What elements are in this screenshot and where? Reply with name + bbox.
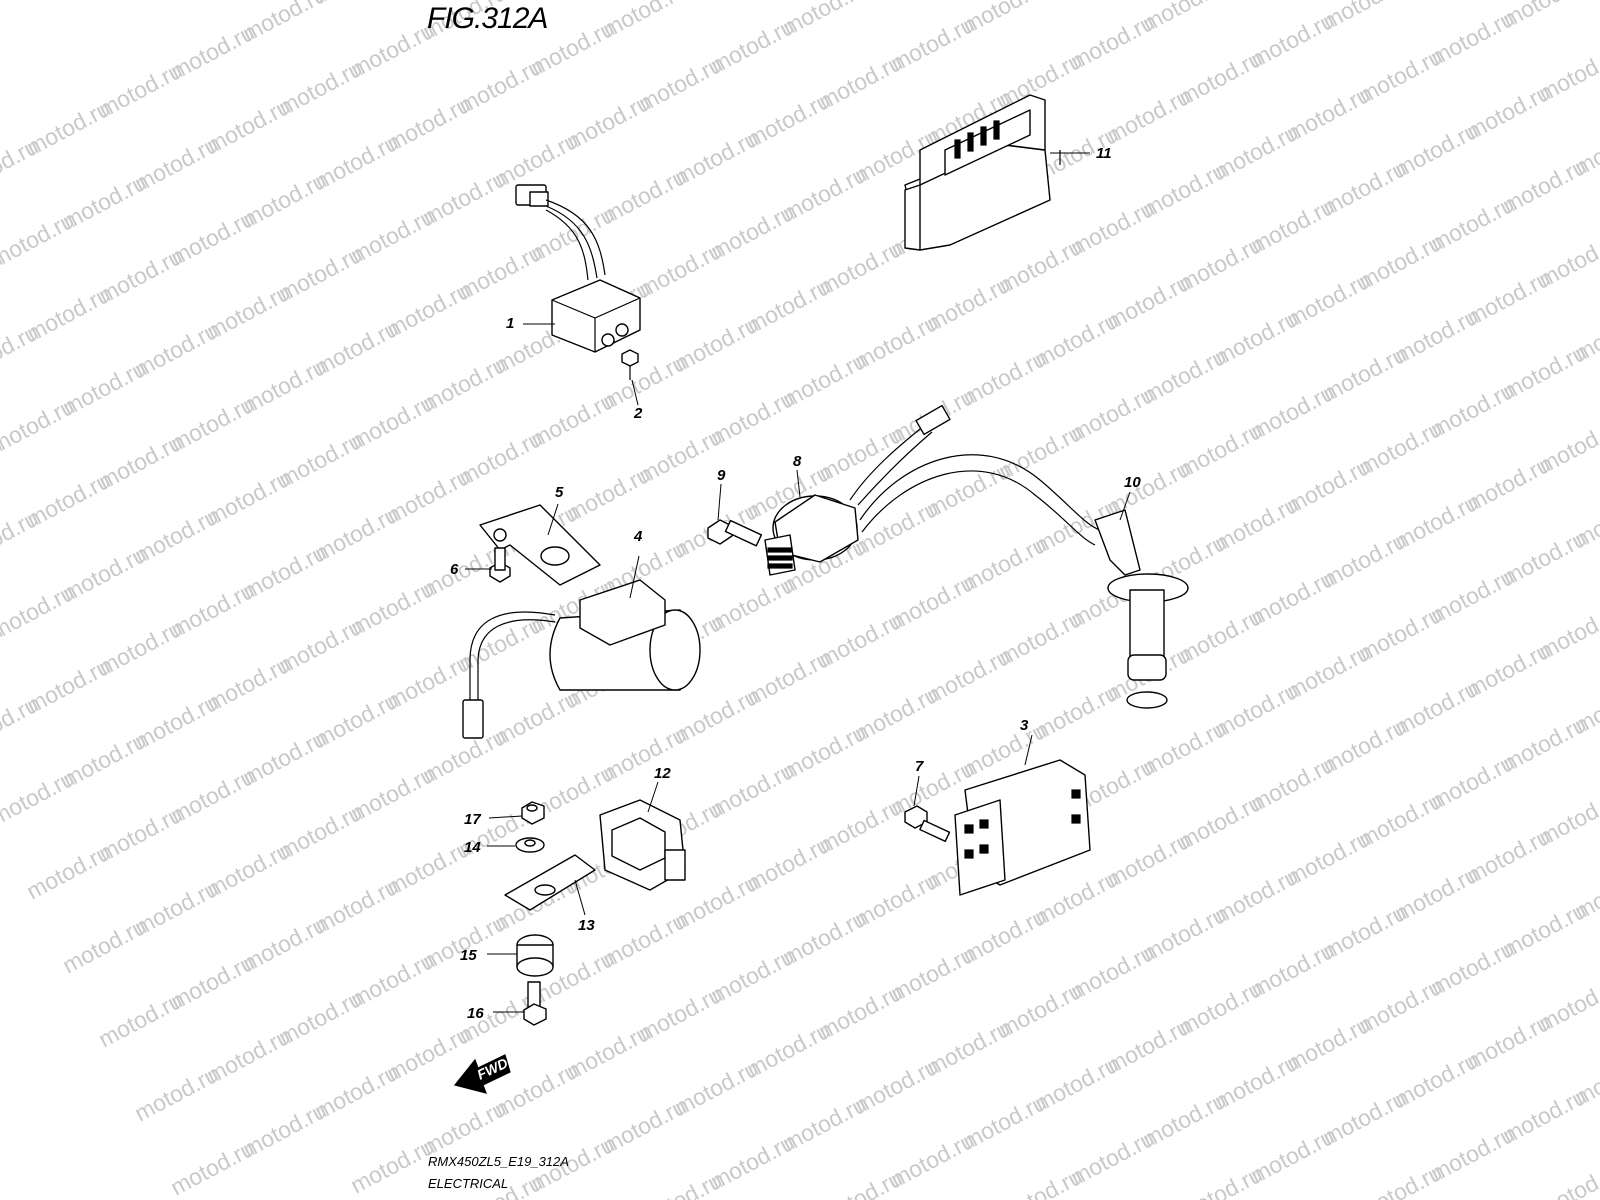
part-4-capacitor[interactable]: [462, 579, 701, 739]
callout-2: 2: [633, 405, 643, 422]
callout-1: 1: [506, 315, 514, 332]
watermark-text: motod.ru: [1534, 599, 1600, 665]
part-6-bolt[interactable]: [489, 547, 511, 583]
part-1-starter-relay[interactable]: [515, 184, 641, 380]
callout-11: 11: [1096, 145, 1112, 162]
watermark-text: motod.ru: [1534, 227, 1600, 293]
section-label: ELECTRICAL: [428, 1176, 509, 1191]
callout-12: 12: [654, 765, 671, 782]
part-7-bolt[interactable]: [904, 805, 951, 843]
part-13-plate[interactable]: [504, 854, 596, 911]
callout-14: 14: [464, 839, 481, 856]
figure-title: FIG.312A: [427, 2, 548, 35]
callout-8: 8: [793, 453, 802, 470]
leader-lines: [465, 152, 1131, 1013]
watermark-text: motod.ru: [1498, 0, 1590, 32]
watermark-text: motod.ru: [1534, 41, 1600, 107]
watermark-text: motod.ru: [238, 0, 330, 46]
watermark-text: motod.ru: [958, 0, 1050, 38]
watermark-text: motod.ru: [1534, 413, 1600, 479]
callout-7: 7: [915, 758, 924, 775]
fwd-direction-arrow: FWD: [453, 1054, 511, 1094]
callout-6: 6: [450, 561, 459, 578]
callout-10: 10: [1124, 474, 1141, 491]
callout-16: 16: [467, 1005, 484, 1022]
watermark-text: motod.ru: [850, 0, 942, 2]
watermark-text: motod.ru: [1534, 785, 1600, 851]
watermark-text: motod.ru: [670, 0, 762, 4]
watermark-text: motod.ru: [598, 0, 690, 42]
watermark-text: motod.ru: [310, 0, 402, 8]
callout-5: 5: [555, 484, 564, 501]
callout-3: 3: [1020, 717, 1029, 734]
part-11-ecm-unit[interactable]: [904, 94, 1061, 251]
watermark-text: motod.ru: [1534, 1157, 1600, 1200]
callout-9: 9: [717, 467, 726, 484]
figure-reference-code: RMX450ZL5_E19_312A: [428, 1154, 569, 1169]
part-15-cushion[interactable]: [516, 934, 554, 977]
watermark-text: motod.ru: [1318, 0, 1410, 34]
part-14-washer[interactable]: [515, 837, 545, 853]
callout-labels: 1 2 3 4 5 6 7 8 9 10 11 12 13 14 15 16 1…: [450, 145, 1141, 1022]
part-3-regulator-rectifier[interactable]: [954, 759, 1091, 896]
watermark-text: motod.ru: [1534, 971, 1600, 1037]
part-12-relay[interactable]: [599, 799, 686, 891]
callout-4: 4: [633, 528, 643, 545]
callout-15: 15: [460, 947, 477, 964]
watermark-text: motod.ru: [778, 0, 870, 40]
part-16-bolt[interactable]: [523, 981, 547, 1026]
watermark-text: motod.ru: [1138, 0, 1230, 36]
callout-17: 17: [464, 811, 481, 828]
part-17-nut[interactable]: [521, 801, 545, 825]
part-10-spark-plug-cap[interactable]: [1094, 509, 1189, 709]
callout-13: 13: [578, 917, 595, 934]
part-8-ignition-coil[interactable]: [764, 404, 1101, 576]
part-9-bolt[interactable]: [707, 519, 763, 547]
